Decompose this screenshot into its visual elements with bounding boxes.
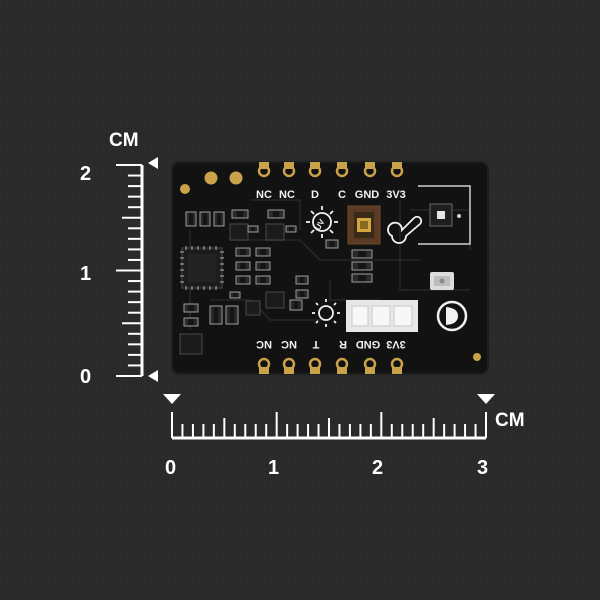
bottom-pin-label: NC: [281, 338, 297, 350]
smd-component-body: [188, 305, 194, 311]
vertical-ruler-label-0: 0: [80, 366, 91, 388]
smd-component-body: [189, 213, 193, 225]
horizontal-ruler-label-3: 3: [477, 457, 488, 479]
horizontal-ruler-ticks: [171, 412, 487, 438]
smd-component-body: [233, 293, 237, 297]
debug-pads: [180, 171, 481, 361]
bottom-pin-labels: NC NC T R GND 3V3: [256, 338, 406, 350]
smd-component-body: [358, 251, 366, 257]
smd-component-body: [260, 263, 266, 269]
top-pin-label: GND: [355, 189, 380, 201]
vertical-ruler-ticks: [116, 164, 142, 377]
bottom-pin-label: T: [312, 338, 319, 350]
sensor-board: NC NC D C GND 3V3 NC NC T R GND 3V3: [171, 161, 489, 375]
smd-component-body: [272, 211, 280, 217]
smd-component-body: [358, 263, 366, 269]
microcontroller-chip: [180, 246, 224, 290]
horizontal-ruler-label-2: 2: [372, 457, 383, 479]
smd-component-body: [299, 291, 305, 297]
smd-component-body: [293, 301, 299, 309]
bottom-pin-label: 3V3: [386, 338, 406, 350]
light-sun-icon: [312, 299, 340, 327]
vertical-ruler-bottom-marker: [148, 370, 158, 382]
vertical-ruler: CM 2 1 0: [80, 130, 158, 388]
bottom-pin-label: GND: [356, 338, 381, 350]
bottom-header-pads: [257, 357, 404, 374]
horizontal-ruler-label-0: 0: [165, 457, 176, 479]
humidity-sensor: [418, 185, 471, 245]
horizontal-ruler-unit: CM: [495, 410, 525, 431]
smd-component-body: [236, 211, 244, 217]
pressure-sensor: [430, 272, 454, 290]
smd-component-body: [240, 277, 246, 283]
horizontal-ruler: CM 0 1 2 3: [163, 394, 525, 479]
uv-sun-icon: [306, 206, 338, 238]
horizontal-ruler-right-marker: [477, 394, 495, 404]
uv-sensor: [347, 205, 381, 245]
smd-component-body: [329, 241, 335, 247]
smd-component-body: [260, 277, 266, 283]
light-sensor: [346, 300, 418, 332]
horizontal-ruler-label-1: 1: [268, 457, 279, 479]
smd-component-body: [251, 227, 255, 231]
smd-component-body: [188, 319, 194, 325]
top-pin-label: NC: [279, 189, 295, 201]
smd-component-body: [358, 275, 366, 281]
top-header-pads: [257, 162, 404, 178]
smd-component-body: [203, 213, 207, 225]
bottom-pin-label: R: [339, 338, 347, 350]
brand-logo: [436, 300, 468, 332]
bottom-pin-label: NC: [256, 338, 272, 350]
smd-component-body: [289, 227, 293, 231]
smd-component-body: [213, 307, 219, 323]
smd-component-body: [217, 213, 221, 225]
vertical-ruler-label-1: 1: [80, 263, 91, 285]
vertical-ruler-label-2: 2: [80, 163, 91, 185]
top-pin-labels: NC NC D C GND 3V3: [256, 189, 406, 201]
smd-component-body: [240, 263, 246, 269]
smd-component-body: [260, 249, 266, 255]
top-pin-label: 3V3: [386, 189, 406, 201]
smd-component-body: [229, 307, 235, 323]
passive-components: [183, 209, 373, 327]
smd-component-body: [299, 277, 305, 283]
top-pin-label: C: [338, 189, 346, 201]
vertical-ruler-unit: CM: [109, 130, 139, 151]
top-pin-label: NC: [256, 189, 272, 201]
top-pin-label: D: [311, 189, 319, 201]
horizontal-ruler-left-marker: [163, 394, 181, 404]
vertical-ruler-top-marker: [148, 157, 158, 169]
thermometer-icon: [387, 215, 423, 244]
smd-component-body: [240, 249, 246, 255]
